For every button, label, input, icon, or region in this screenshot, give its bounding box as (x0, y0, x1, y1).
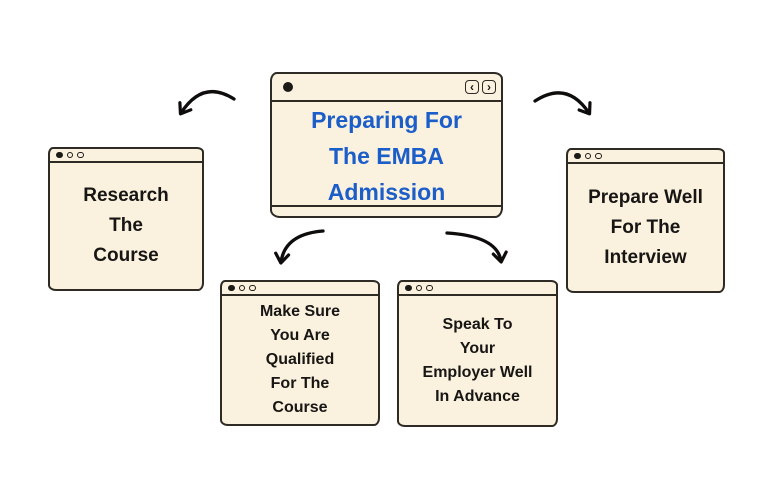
window-dot-icon (77, 151, 84, 159)
window-dot-icon (426, 284, 433, 292)
step-label: Make Sure You Are Qualified For The Cour… (259, 303, 341, 416)
step-window-qualified-for-course: Make Sure You Are Qualified For The Cour… (220, 280, 380, 426)
window-dot-icon (595, 152, 602, 160)
arrow-center-to-research-icon (178, 90, 236, 116)
window-content: Preparing For The EMBA Admission (272, 102, 501, 218)
window-content: Make Sure You Are Qualified For The Cour… (222, 296, 378, 424)
step-window-research-the-course: Research The Course (48, 147, 204, 291)
step-window-speak-to-employer: Speak To Your Employer Well In Advance (397, 280, 558, 427)
window-titlebar (399, 282, 556, 296)
window-dot-icon (584, 152, 591, 160)
window-dot-icon (228, 284, 235, 292)
window-titlebar (568, 150, 723, 164)
forward-button: › (482, 80, 496, 94)
arrow-center-to-qualified-icon (274, 229, 325, 265)
window-dot-icon (66, 151, 73, 159)
window-dot-icon (574, 152, 581, 160)
page-title: Preparing For The EMBA Admission (311, 107, 462, 205)
window-content: Prepare Well For The Interview (568, 164, 723, 291)
window-dot-icon (415, 284, 422, 292)
window-dot-icon (405, 284, 412, 292)
window-titlebar (222, 282, 378, 296)
window-footer-line (272, 205, 501, 207)
step-window-prepare-for-interview: Prepare Well For The Interview (566, 148, 725, 293)
step-label: Prepare Well For The Interview (588, 186, 703, 268)
window-titlebar (50, 149, 202, 163)
step-label: Research The Course (83, 185, 169, 266)
window-nav-buttons: ‹ › (465, 80, 496, 94)
back-button: ‹ (465, 80, 479, 94)
arrow-center-to-interview-icon (533, 91, 592, 116)
window-dot-icon (56, 151, 63, 159)
window-dot-icon (249, 284, 256, 292)
arrow-center-to-employer-icon (445, 231, 508, 264)
window-dot-icon (238, 284, 245, 292)
window-content: Speak To Your Employer Well In Advance (399, 296, 556, 425)
title-window: ‹ › Preparing For The EMBA Admission (270, 72, 503, 218)
window-content: Research The Course (50, 163, 202, 289)
step-label: Speak To Your Employer Well In Advance (422, 315, 533, 405)
window-titlebar: ‹ › (272, 74, 501, 102)
window-dot-icon (283, 82, 293, 92)
